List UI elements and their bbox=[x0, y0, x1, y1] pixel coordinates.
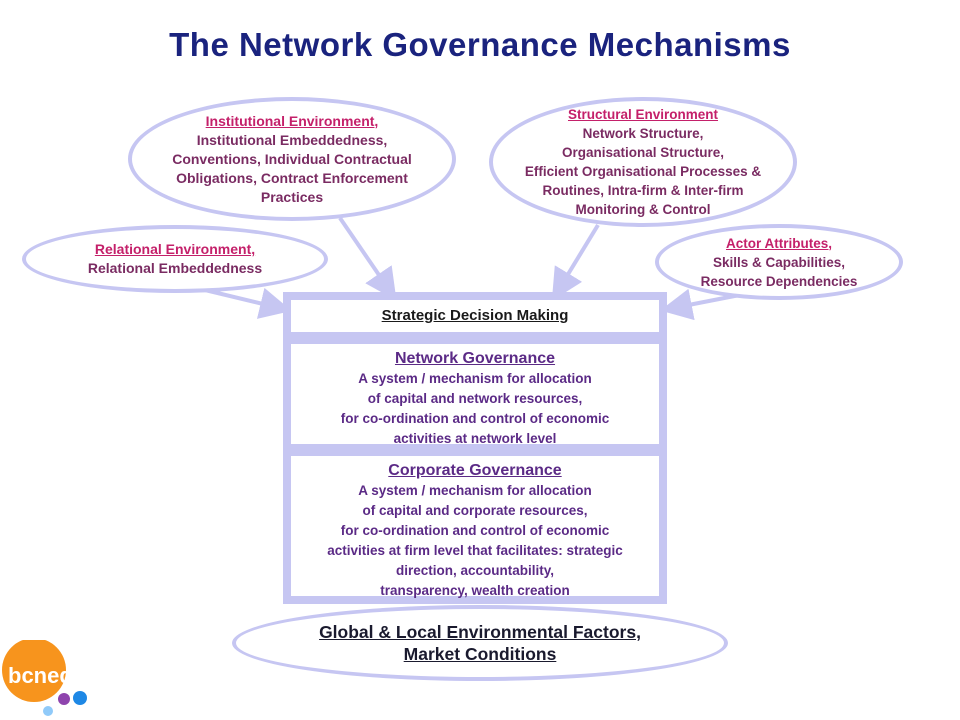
logo-text: bcned bbox=[8, 663, 73, 688]
strategic-decision-making-box: Strategic Decision Making bbox=[291, 300, 659, 332]
network-governance-line: activities at network level bbox=[393, 431, 557, 446]
network-governance-line: for co-ordination and control of economi… bbox=[340, 411, 610, 426]
structural-line: Routines, Intra-firm & Inter-firm bbox=[542, 183, 744, 198]
relational-environment-ellipse: Relational Environment, Relational Embed… bbox=[22, 225, 328, 293]
corporate-governance-heading: Corporate Governance bbox=[388, 462, 562, 479]
corporate-governance-box: Corporate Governance A system / mechanis… bbox=[291, 456, 659, 598]
arrow-institutional bbox=[338, 216, 397, 301]
corporate-governance-line: for co-ordination and control of economi… bbox=[340, 523, 610, 538]
network-governance-line: A system / mechanism for allocation bbox=[358, 371, 592, 386]
corporate-governance-line: of capital and corporate resources, bbox=[362, 503, 588, 518]
corporate-governance-line: A system / mechanism for allocation bbox=[358, 483, 592, 498]
global-local-factors-ellipse: Global & Local Environmental Factors, Ma… bbox=[232, 605, 728, 681]
global-line-2: Market Conditions bbox=[403, 644, 557, 664]
relational-heading: Relational Environment, bbox=[94, 241, 256, 257]
structural-environment-ellipse: Structural Environment Network Structure… bbox=[489, 97, 797, 227]
actor-line: Skills & Capabilities, bbox=[712, 254, 846, 270]
institutional-line: Conventions, Individual Contractual bbox=[172, 150, 412, 167]
actor-heading: Actor Attributes, bbox=[725, 235, 832, 251]
structural-heading: Structural Environment bbox=[567, 107, 719, 122]
logo-purple-dot bbox=[58, 693, 70, 705]
structural-line: Monitoring & Control bbox=[575, 202, 711, 217]
network-governance-box: Network Governance A system / mechanism … bbox=[291, 344, 659, 446]
institutional-line: Obligations, Contract Enforcement bbox=[176, 169, 408, 186]
governance-stack: Strategic Decision Making Network Govern… bbox=[283, 292, 667, 604]
page-title: The Network Governance Mechanisms bbox=[169, 26, 791, 63]
network-governance-line: of capital and network resources, bbox=[367, 391, 583, 406]
logo-lightblue-dot bbox=[43, 706, 53, 716]
actor-attributes-ellipse: Actor Attributes, Skills & Capabilities,… bbox=[655, 224, 903, 300]
network-governance-heading: Network Governance bbox=[394, 350, 556, 367]
corporate-governance-line: activities at firm level that facilitate… bbox=[327, 543, 623, 558]
logo-blue-dot bbox=[73, 691, 87, 705]
arrow-relational bbox=[204, 287, 292, 319]
structural-line: Network Structure, bbox=[582, 126, 704, 141]
logo-orange-blob bbox=[2, 640, 66, 702]
structural-line: Efficient Organisational Processes & bbox=[524, 164, 762, 179]
corporate-governance-line: transparency, wealth creation bbox=[380, 583, 570, 598]
arrow-structural bbox=[551, 223, 600, 301]
global-line-1: Global & Local Environmental Factors, bbox=[319, 622, 641, 642]
actor-line: Resource Dependencies bbox=[700, 273, 858, 289]
institutional-heading: Institutional Environment, bbox=[205, 112, 379, 129]
bcned-logo: bcned bbox=[2, 640, 87, 716]
institutional-line: Practices bbox=[260, 188, 324, 205]
institutional-environment-ellipse: Institutional Environment, Institutional… bbox=[128, 97, 456, 221]
institutional-line: Institutional Embeddedness, bbox=[196, 131, 388, 148]
relational-line: Relational Embeddedness bbox=[87, 260, 263, 276]
structural-line: Organisational Structure, bbox=[561, 145, 725, 160]
corporate-governance-line: direction, accountability, bbox=[395, 563, 555, 578]
